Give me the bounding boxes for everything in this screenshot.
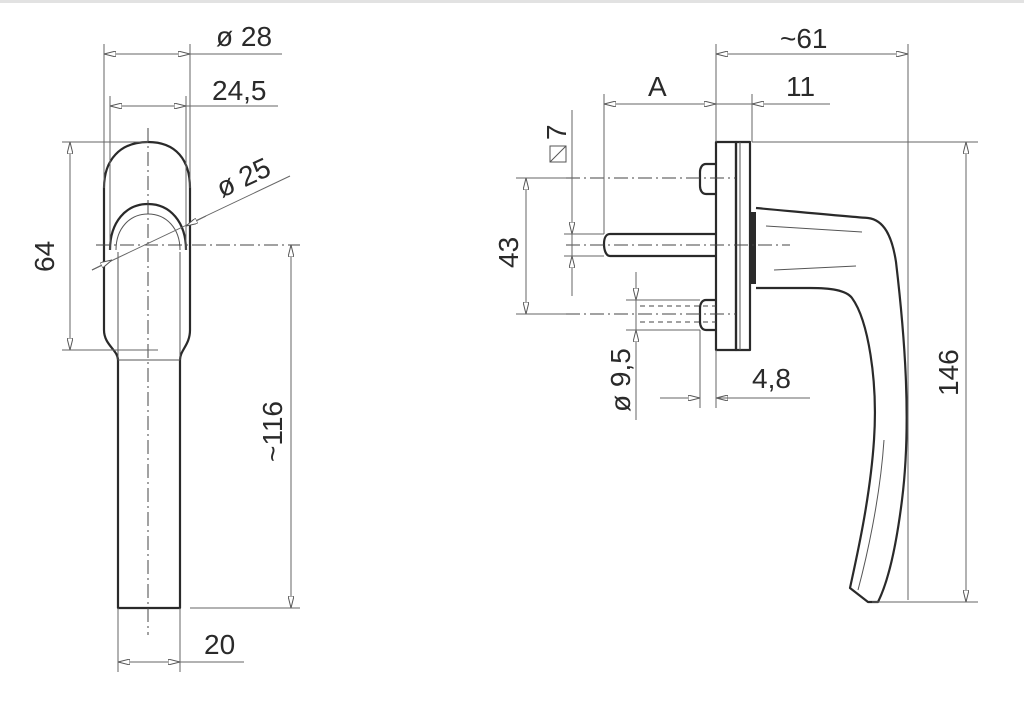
label-rosette-depth: 11 <box>786 71 815 102</box>
side-view: ~61 A 11 7 43 <box>493 23 978 604</box>
label-rosette-width: 24,5 <box>212 75 267 106</box>
label-base-thickness: 4,8 <box>752 363 791 394</box>
label-rosette-height: 64 <box>29 241 60 272</box>
side-gasket <box>750 212 756 284</box>
label-rosette-outer-diameter: ø 28 <box>216 21 272 52</box>
label-handle-width: 20 <box>204 629 235 660</box>
top-border <box>0 0 1024 3</box>
label-spindle-length: A <box>648 71 667 102</box>
square-symbol-icon <box>549 145 567 163</box>
label-handle-length: ~116 <box>257 401 288 462</box>
front-handle-outline <box>102 140 192 610</box>
label-screw-spacing: 43 <box>493 237 524 268</box>
label-screw-head-diameter: ø 9,5 <box>605 348 636 412</box>
label-spindle-circle-diameter: ø 25 <box>211 152 275 204</box>
screw-head-bottom <box>698 298 716 332</box>
side-rosette-cover <box>734 140 752 352</box>
label-depth-total: ~61 <box>780 23 828 54</box>
side-lever-outline <box>755 206 908 604</box>
front-view: ø 28 24,5 ø 25 64 ~116 <box>29 21 300 672</box>
lever-highlight-3 <box>857 439 885 591</box>
dim-ø25-arrow-b <box>186 215 207 226</box>
side-spindle <box>602 232 716 258</box>
dim-ø25-arrow-a <box>91 260 112 271</box>
lever-highlight-1 <box>765 225 863 233</box>
screw-head-top <box>698 162 716 196</box>
side-rosette-plate <box>714 140 738 352</box>
label-total-height: 146 <box>933 349 964 396</box>
label-square-spindle: 7 <box>541 124 572 140</box>
lever-highlight-2 <box>773 265 857 271</box>
square-symbol-diag <box>549 145 567 163</box>
